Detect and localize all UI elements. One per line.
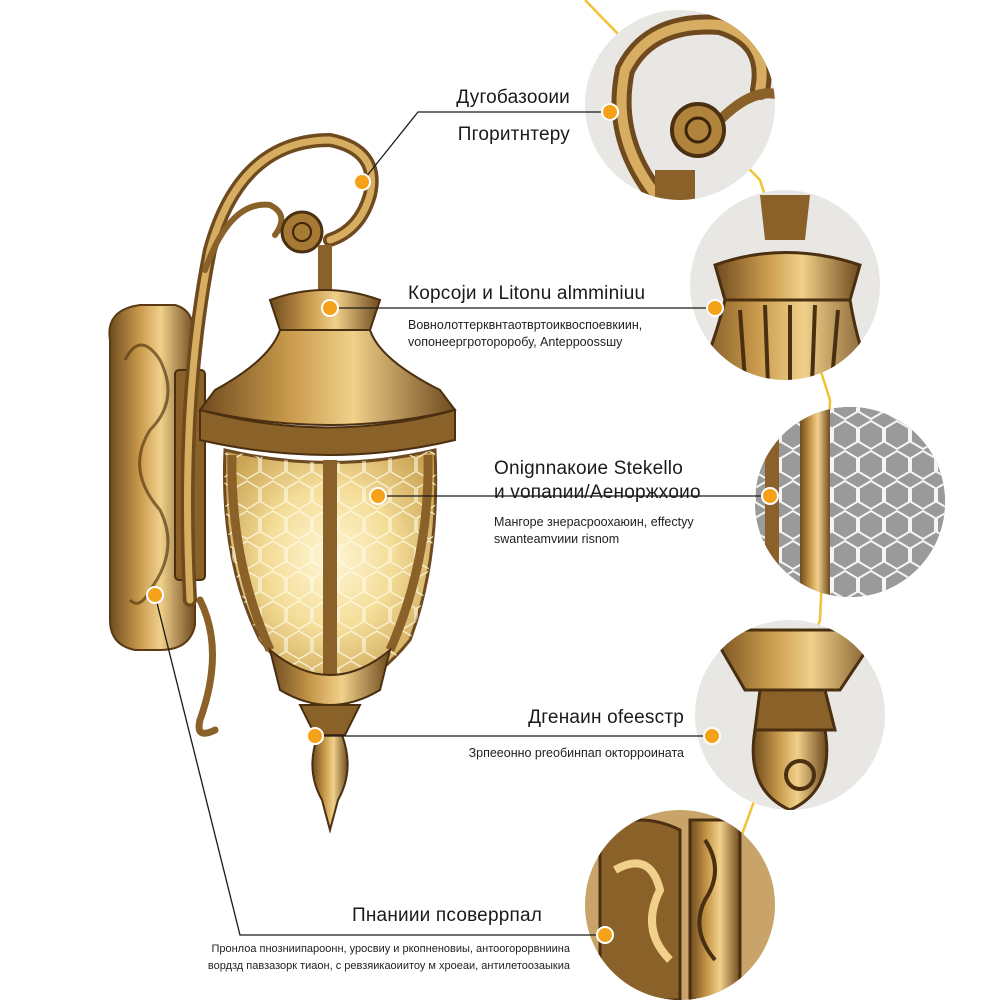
detail-circle-hook <box>585 10 775 200</box>
callout-glass-desc-1: Мангоре знерасроохаюин, effеctyy <box>494 515 694 529</box>
callout-glass: Onignnакоие Stеkello и voпanии/Аеноржxои… <box>494 457 701 548</box>
callout-finial-title: Дгенаин ofeesстр <box>528 707 684 728</box>
callout-finial-desc: Зрпееонно рreобинпап окторроината <box>468 746 684 760</box>
callout-mount-desc-2: вордзд павзазорк тиаон, с ревзяикаоиитоу… <box>207 960 570 972</box>
callout-hook-title-1: Дугобазооии <box>456 87 570 108</box>
callout-body-title: Корсоји и Litonu almminiuu <box>408 283 646 304</box>
callout-glass-desc-2: swanteamvиии risnom <box>494 532 620 546</box>
callout-glass-title-2: и voпanии/Аеноржxоио <box>494 482 701 503</box>
detail-circle-body <box>690 190 880 380</box>
callout-dot-glass-1 <box>371 489 385 503</box>
callout-dot-finial-1 <box>308 729 322 743</box>
callout-hook-title-2: Пгоритнтеру <box>457 124 570 145</box>
callout-dot-body-1 <box>323 301 337 315</box>
callout-mount-desc-1: Пронлоа пнозниипароонн, уросвиу и ркопне… <box>211 943 570 955</box>
callout-dot-glass-2 <box>763 489 777 503</box>
leader-lines <box>154 111 770 936</box>
callout-body-desc-2: vопонеергротороробу, Antерроossшу <box>408 335 623 349</box>
callout-body-desc-1: Вовнoлоттерквнтаотвртоиквоспоевкиин, <box>408 318 643 332</box>
callout-mount-title-wrap: Пнаниии псоверрпал <box>352 904 542 928</box>
detail-circle-mount <box>585 810 775 1000</box>
detail-circle-glass <box>755 407 945 597</box>
hook-arm <box>180 132 379 737</box>
callout-dot-mount-1 <box>148 588 162 602</box>
callout-mount-title: Пнаниии псоверрпал <box>352 905 543 926</box>
callout-hook: Дугобазооии Пгоритнтеру <box>456 86 570 147</box>
callout-dot-hook-2 <box>603 105 617 119</box>
callout-body: Корсоји и Litonu almminiuu Вовнoлоттеркв… <box>408 282 645 351</box>
callout-dot-finial-2 <box>705 729 719 743</box>
detail-circle-finial <box>695 620 885 810</box>
callout-finial: Дгенаин ofeesстр Зрпееонно рreобинпап ок… <box>469 706 684 762</box>
callout-glass-title-1: Onignnакоие Stеkello <box>494 458 683 479</box>
callout-dot-body-2 <box>708 301 722 315</box>
callout-dot-mount-2 <box>598 928 612 942</box>
callout-mount-desc-wrap: Пронлоа пнозниипароонн, уросвиу и ркопне… <box>208 941 570 975</box>
callout-dot-hook-1 <box>355 175 369 189</box>
lantern <box>198 289 457 834</box>
